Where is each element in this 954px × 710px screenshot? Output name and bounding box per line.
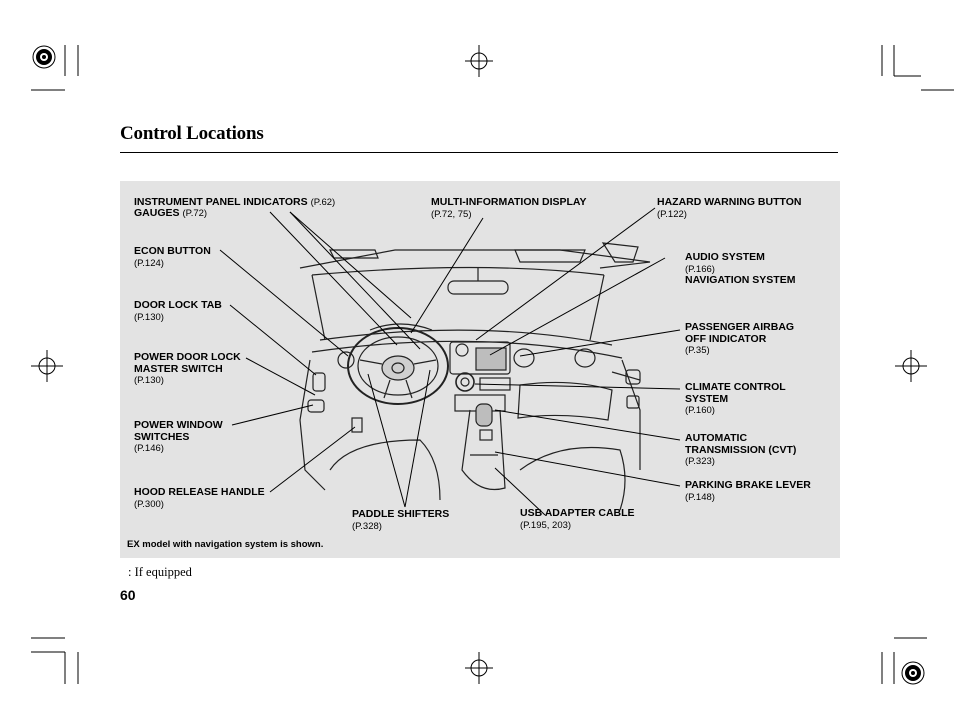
footnote: : If equipped: [128, 565, 192, 579]
title-rule: [120, 152, 838, 153]
callout-door-lock-tab: DOOR LOCK TAB (P.130): [134, 299, 222, 323]
registration-target-icon: [32, 45, 56, 69]
callout-passenger-airbag: PASSENGER AIRBAG OFF INDICATOR (P.35): [685, 321, 795, 356]
callout-instrument-panel: INSTRUMENT PANEL INDICATORS (P.62): [134, 196, 336, 208]
callout-climate-control: CLIMATE CONTROL SYSTEM (P.160): [685, 381, 786, 416]
page-title: Control Locations: [120, 123, 264, 144]
callout-multi-information-display: MULTI-INFORMATION DISPLAY (P.72, 75): [431, 196, 587, 220]
model-note: EX model with navigation system is shown…: [127, 539, 324, 550]
callout-hazard-warning: HAZARD WARNING BUTTON (P.122): [657, 196, 802, 220]
registration-target-icon: [901, 661, 925, 685]
callout-usb-adapter: USB ADAPTER CABLE (P.195, 203): [520, 507, 635, 531]
callout-power-window: POWER WINDOW SWITCHES (P.146): [134, 419, 223, 454]
callout-audio-system: AUDIO SYSTEM (P.166) NAVIGATION SYSTEM: [685, 251, 796, 286]
callout-gauges: GAUGES (P.72): [134, 207, 208, 219]
callout-automatic-transmission: AUTOMATIC TRANSMISSION (CVT) (P.323): [685, 432, 797, 467]
callout-parking-brake: PARKING BRAKE LEVER (P.148): [685, 479, 811, 503]
callout-paddle-shifters: PADDLE SHIFTERS (P.328): [352, 508, 450, 532]
callout-econ-button: ECON BUTTON (P.124): [134, 245, 211, 269]
callout-power-door-lock: POWER DOOR LOCK MASTER SWITCH (P.130): [134, 351, 241, 386]
callout-hood-release: HOOD RELEASE HANDLE (P.300): [134, 486, 265, 510]
page-number: 60: [120, 587, 136, 603]
